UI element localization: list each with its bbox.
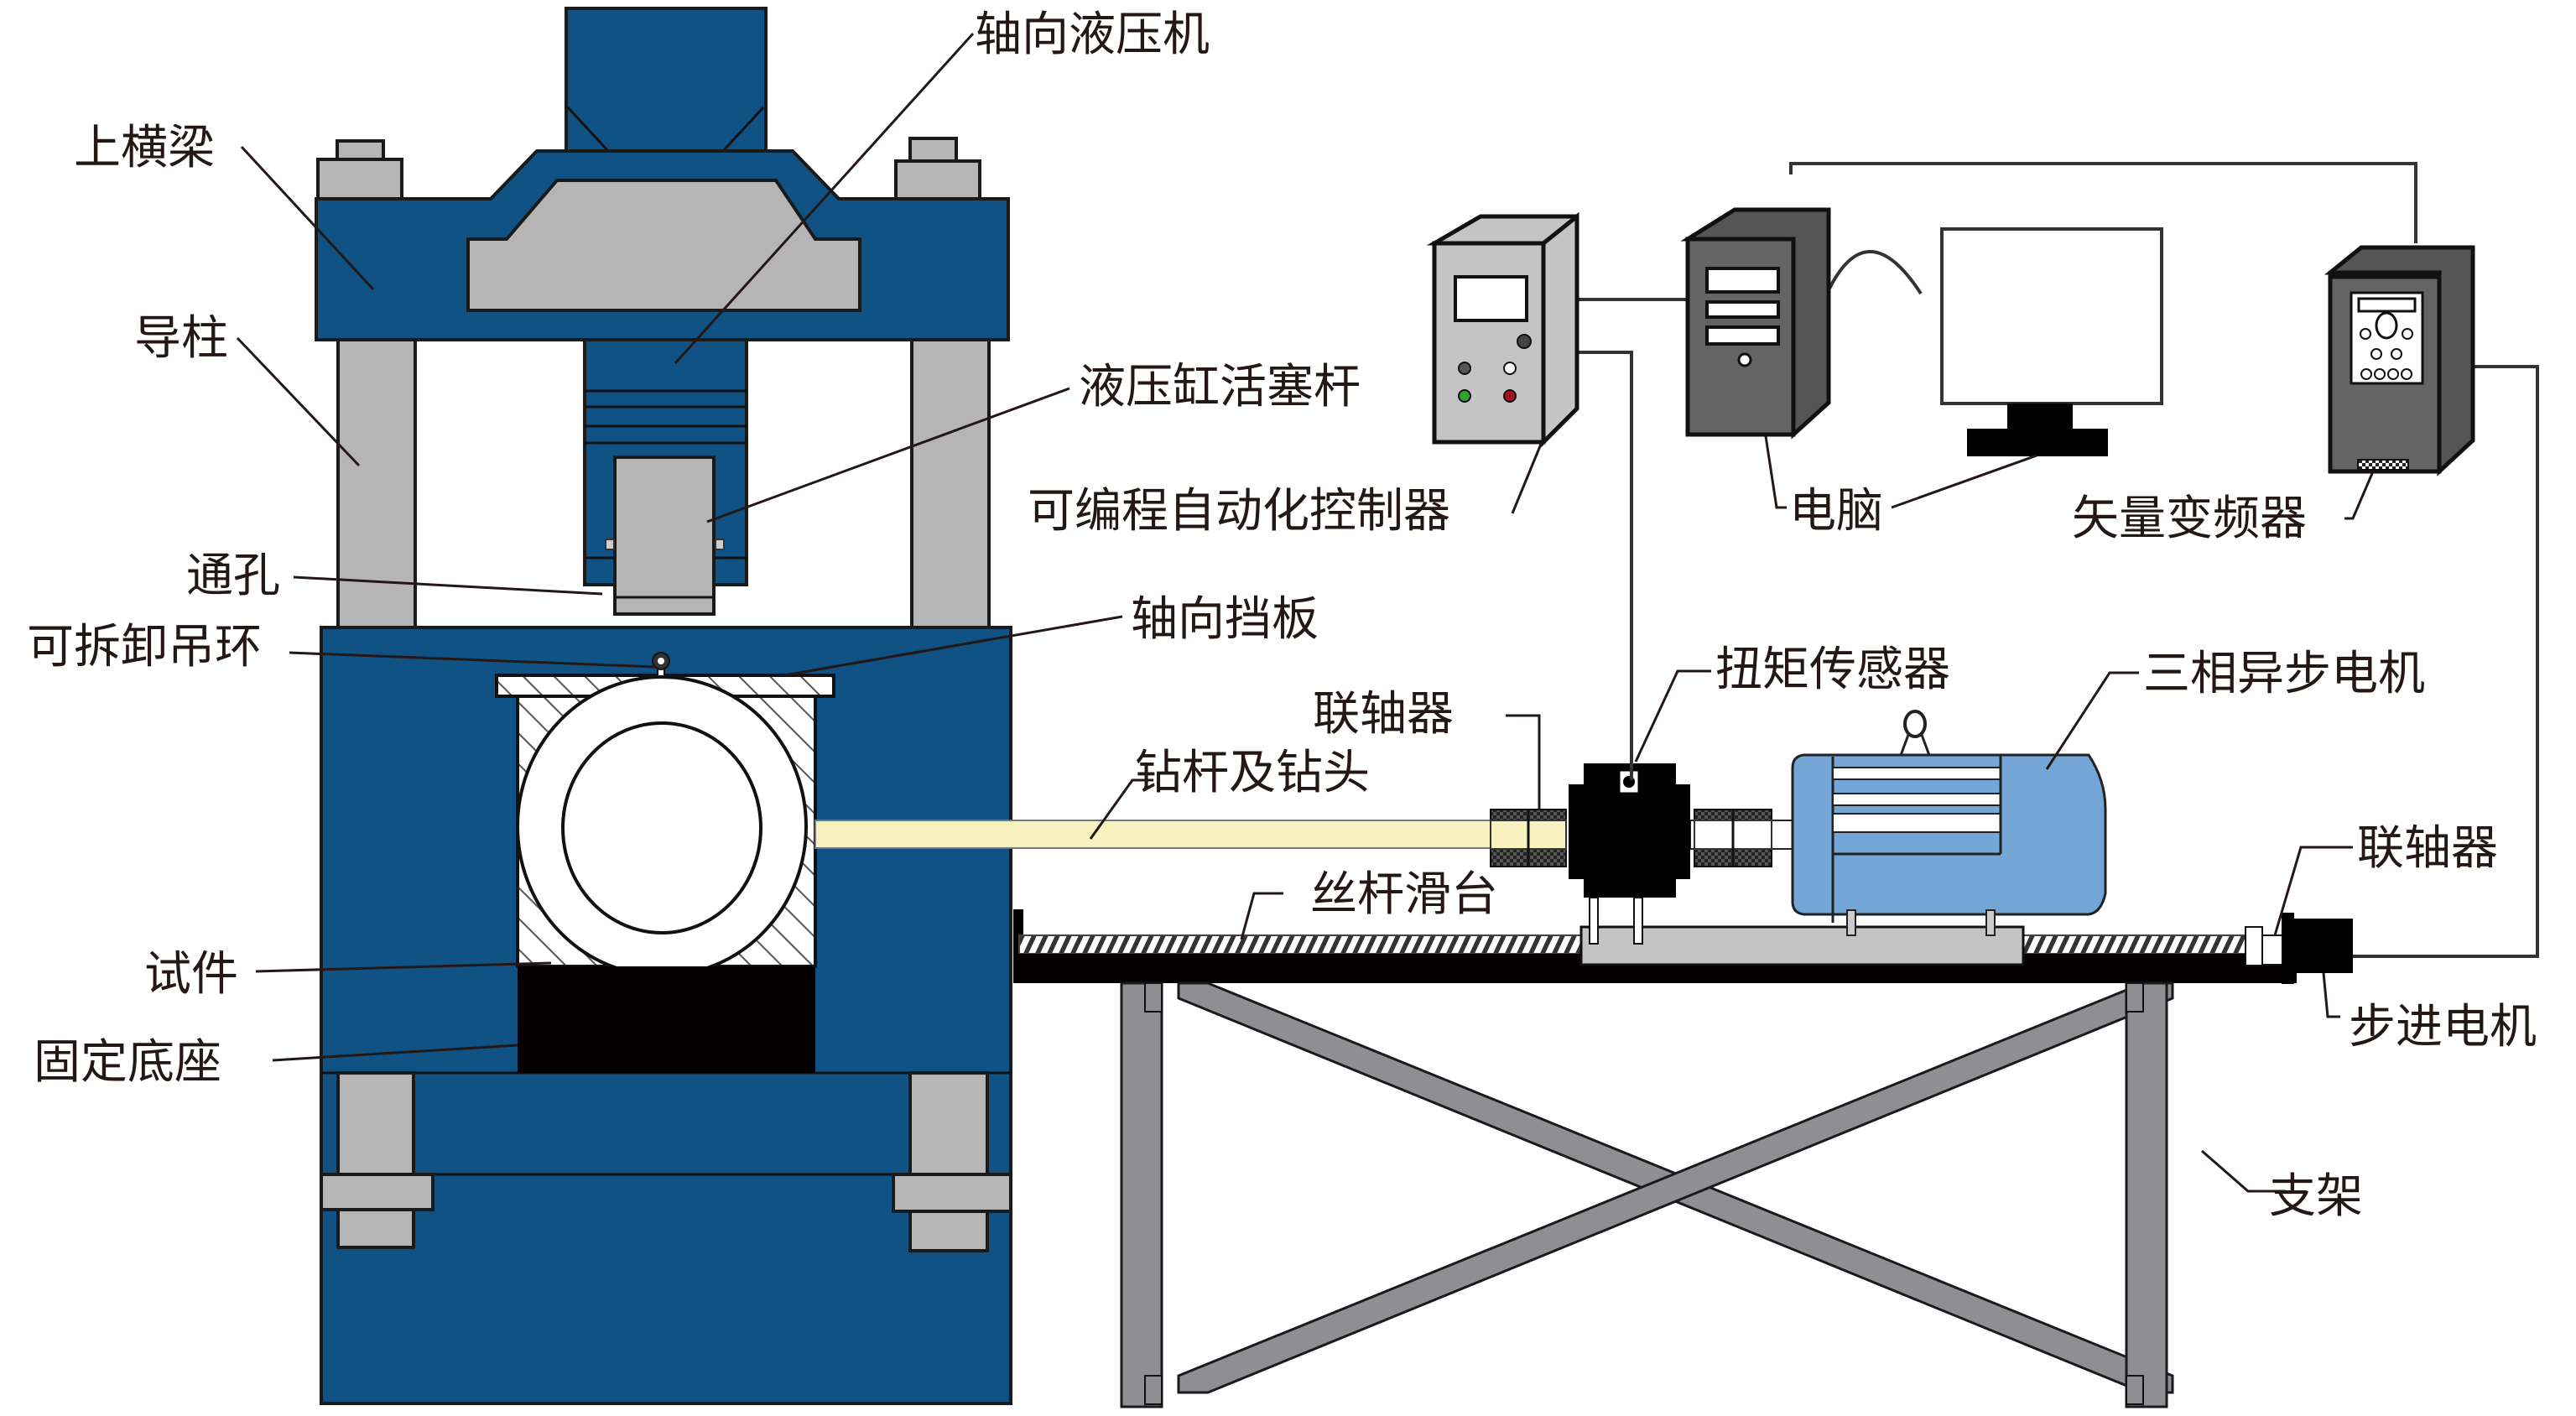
- fixed-base: [518, 966, 815, 1073]
- drill-rod: [814, 820, 1536, 849]
- plc-screen: [1454, 275, 1528, 322]
- labels: 上横梁 轴向液压机 导柱 液压缸活塞杆 通孔 可拆卸吊环 轴向挡板 联轴器 扭矩…: [27, 8, 2537, 1224]
- label-coupling-left: 联轴器: [1313, 687, 1454, 742]
- torque-sensor-assembly: [1490, 763, 1796, 945]
- right-column-nut-top: [908, 137, 958, 163]
- piston-rod: [613, 456, 716, 616]
- label-specimen: 试件: [144, 947, 238, 1002]
- label-guide-column: 导柱: [134, 311, 228, 366]
- label-axial-baffle: 轴向挡板: [1131, 592, 1319, 647]
- plc-dial-icon: [1517, 334, 1532, 349]
- right-guide-column: [910, 338, 991, 631]
- plc-white-button: [1503, 362, 1517, 375]
- label-three-phase-motor: 三相异步电机: [2143, 647, 2425, 701]
- wiring: [1577, 162, 2539, 958]
- label-through-hole: 通孔: [186, 549, 280, 603]
- label-drill-rod-and-bit: 钻杆及钻头: [1135, 746, 1370, 800]
- inverter-vent: [2357, 459, 2409, 471]
- pc-tower: [1680, 207, 1831, 440]
- slide-carriage: [1579, 925, 2025, 966]
- coupling-right: [2245, 926, 2263, 966]
- label-computer: 电脑: [1789, 484, 1883, 539]
- monitor: [1940, 227, 2163, 456]
- stepper-motor: [2294, 919, 2353, 973]
- vector-inverter: [2324, 245, 2475, 476]
- hydraulic-press: [315, 7, 1012, 1405]
- pc-power-button: [1737, 352, 1752, 367]
- support-frame: [1120, 981, 2174, 1408]
- label-plc: 可编程自动化控制器: [1028, 484, 1450, 539]
- plc-cabinet: [1426, 211, 1579, 448]
- label-vector-inverter: 矢量变频器: [2072, 492, 2307, 546]
- plc-red-indicator: [1503, 389, 1517, 403]
- monitor-screen: [1940, 227, 2163, 405]
- left-guide-column: [336, 338, 417, 631]
- right-column-nut: [894, 159, 981, 201]
- label-stepper-motor: 步进电机: [2349, 1000, 2537, 1054]
- stepper-motor-assembly: [2245, 913, 2353, 984]
- label-upper-crossbeam: 上横梁: [74, 121, 215, 175]
- label-detachable-lifting-ring: 可拆卸吊环: [27, 620, 262, 674]
- crossbeam-cavity: [466, 179, 861, 312]
- left-column-nut: [316, 158, 403, 201]
- three-phase-motor: [1791, 710, 2107, 936]
- label-fixed-base: 固定底座: [34, 1035, 221, 1090]
- label-screw-slide-table: 丝杆滑台: [1310, 867, 1498, 922]
- plc-green-indicator: [1458, 389, 1471, 403]
- plc-knob-icon: [1458, 362, 1471, 375]
- specimen-bore: [561, 721, 762, 934]
- label-hydraulic-piston-rod: 液压缸活塞杆: [1079, 360, 1361, 414]
- monitor-stand: [1967, 429, 2108, 456]
- screw-slide-table: [1013, 909, 2297, 983]
- label-coupling-right: 联轴器: [2357, 821, 2498, 876]
- label-support-frame: 支架: [2269, 1169, 2363, 1224]
- label-axial-hydraulic-press: 轴向液压机: [975, 8, 1210, 62]
- torque-sensor: [1569, 763, 1690, 898]
- leader-lines: [236, 32, 2375, 1193]
- label-torque-sensor: 扭矩传感器: [1715, 643, 1950, 697]
